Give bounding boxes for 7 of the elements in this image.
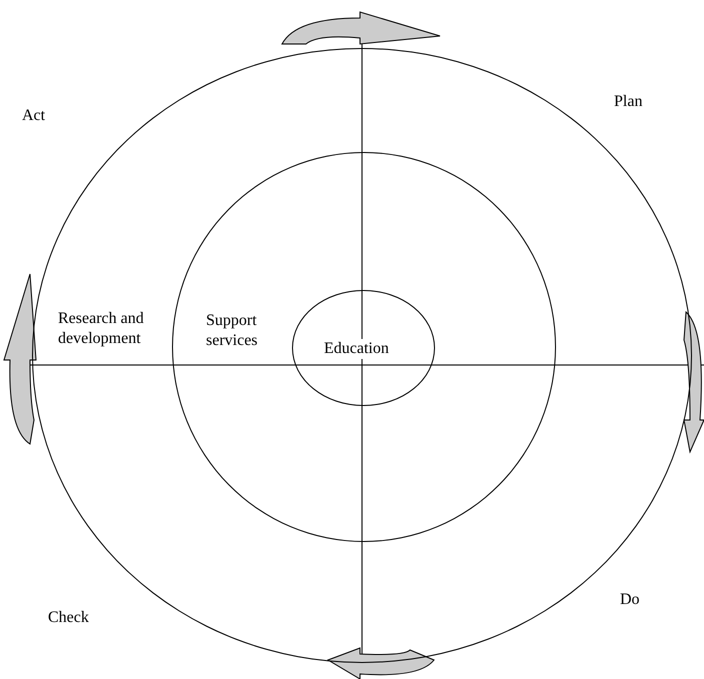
inner-circle xyxy=(292,290,435,406)
phase-label: Plan xyxy=(614,92,642,112)
circle-label: Education xyxy=(324,339,389,359)
middle-circle xyxy=(172,152,556,542)
phase-label: Do xyxy=(620,590,640,610)
phase-label: Check xyxy=(48,608,89,628)
phase-label: Act xyxy=(22,106,46,126)
